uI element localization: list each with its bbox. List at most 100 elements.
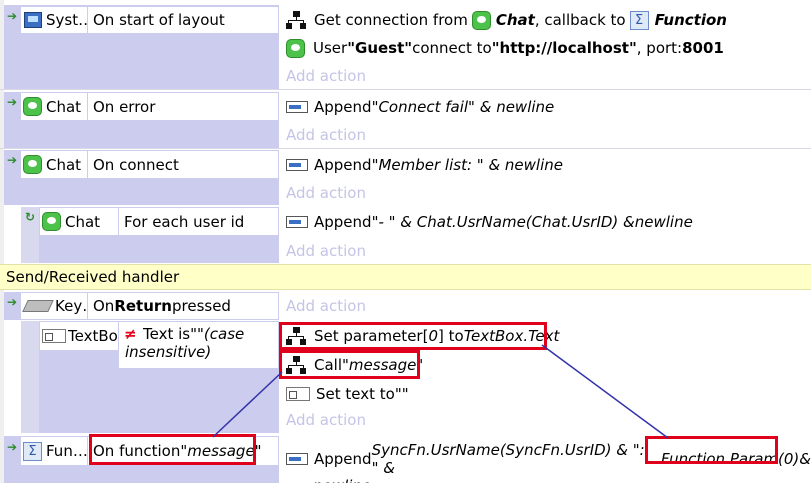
event-7-arrow-icon: ➔ [7, 440, 18, 454]
action-param-url: "http://localhost" [491, 39, 637, 57]
action-text: Append [314, 155, 372, 174]
event-5-object-name: Key… [55, 297, 87, 315]
event-1-action-2[interactable]: User "Guest" connect to "http://localhos… [280, 35, 811, 61]
highlight-set-parameter [279, 322, 547, 350]
action-object-name: Chat [495, 11, 535, 29]
action-param: "" [394, 384, 409, 403]
action-object-name: Function [654, 11, 727, 29]
row-separator [0, 89, 811, 90]
sub-event-indent [21, 321, 39, 433]
event-6-object-name: TextBox [68, 327, 118, 345]
action-param: "Connect fail" & newline [371, 97, 555, 116]
chat-icon [23, 97, 42, 116]
event-7-object-name: Fun… [46, 442, 87, 460]
condition-text: On [93, 297, 115, 315]
action-text: , callback to [534, 11, 626, 29]
text-object-icon [286, 215, 308, 228]
sub-event-indent [21, 207, 39, 263]
function-icon: Σ [23, 441, 42, 461]
action-param: TextBox.Text [463, 326, 560, 345]
condition-key: Return [114, 297, 172, 315]
action-text: User [313, 39, 348, 57]
action-param: "Member list: " & newline [371, 155, 563, 174]
event-1-add-action[interactable]: Add action [286, 67, 366, 85]
event-4-object-cell[interactable]: Chat [40, 208, 118, 235]
event-4-add-action[interactable]: Add action [286, 242, 366, 260]
action-text: Set parameter[ [314, 326, 429, 345]
chat-icon [23, 155, 42, 174]
condition-text: On function [93, 442, 181, 460]
event-5-object-cell[interactable]: Key… [21, 293, 87, 319]
action-param-port: 8001 [682, 39, 724, 57]
not-equal-icon: ≠ [124, 325, 137, 343]
action-param: newline [313, 477, 371, 483]
event-1-object-name: Syst… [46, 11, 87, 29]
event-2-condition-text: On error [93, 97, 156, 116]
action-param: "message" [342, 355, 424, 374]
connector-param-to-usage [541, 344, 669, 439]
event-1-object-cell[interactable]: Syst… [21, 7, 87, 33]
action-text: ] to [438, 326, 464, 345]
event-2-action-1[interactable]: Append "Connect fail" & newline [280, 93, 811, 120]
event-1-action-1[interactable]: Get connection from Chat , callback to Σ… [280, 7, 811, 33]
event-7-action-1[interactable]: Append SyncFn.UsrName(SyncFn.UsrID) & ":… [280, 437, 811, 483]
group-title: Send/Received handler [6, 268, 180, 286]
chat-icon [286, 38, 305, 58]
event-7-condition[interactable]: On function "message" [88, 437, 278, 465]
action-text: connect to [412, 39, 492, 57]
event-2-arrow-icon: ➔ [7, 95, 18, 109]
chat-icon [471, 10, 491, 30]
event-2-object-cell[interactable]: Chat [21, 93, 87, 120]
function-icon: Σ [629, 10, 649, 30]
event-6-action-3[interactable]: Set text to "" [280, 380, 811, 407]
action-text: Append [314, 450, 372, 468]
event-6-action-2[interactable]: Call "message" [280, 351, 811, 378]
action-text: Call [314, 355, 343, 374]
function-call-icon [286, 355, 306, 375]
event-4-condition[interactable]: For each user id [119, 208, 278, 235]
textbox-icon [42, 329, 66, 343]
system-icon [24, 12, 42, 28]
event-3-object-cell[interactable]: Chat [21, 151, 87, 178]
event-5-condition[interactable]: On Return pressed [88, 293, 278, 319]
condition-flag: insensitive) [125, 343, 212, 361]
event-4-condition-text: For each user id [124, 212, 245, 231]
function-call-icon [286, 326, 306, 346]
highlight-call-message [279, 350, 420, 379]
loop-arrow-icon: ↻ [25, 210, 36, 224]
action-text: Set text to [316, 384, 395, 403]
condition-text: pressed [171, 297, 231, 315]
network-icon [286, 10, 306, 30]
event-1-arrow-icon: ➔ [7, 9, 18, 23]
event-3-add-action[interactable]: Add action [286, 184, 366, 202]
event-sheet-gutter [0, 0, 4, 483]
connector-call-to-function [212, 371, 283, 438]
highlight-function-param [645, 436, 778, 464]
event-7-object-cell[interactable]: Σ Fun… [21, 437, 87, 465]
condition-flag: (case [203, 325, 245, 343]
action-text: Get connection from [314, 11, 468, 29]
event-5-add-action[interactable]: Add action [286, 297, 366, 315]
text-object-icon [286, 158, 308, 171]
event-6-condition[interactable]: ≠ Text is "" (case insensitive) [119, 322, 278, 368]
event-3-condition[interactable]: On connect [88, 151, 278, 178]
event-1-condition[interactable]: On start of layout [88, 7, 278, 33]
condition-param: "message" [180, 442, 262, 460]
condition-text: Text is [143, 325, 191, 343]
event-4-action-1[interactable]: Append "- " & Chat.UsrName(Chat.UsrID) &… [280, 208, 811, 235]
event-3-action-1[interactable]: Append "Member list: " & newline [280, 151, 811, 178]
event-5-arrow-icon: ➔ [7, 295, 18, 309]
event-1-condition-text: On start of layout [93, 11, 225, 29]
chat-icon [42, 212, 61, 231]
textbox-icon [286, 386, 310, 401]
event-3-condition-text: On connect [93, 155, 179, 174]
event-6-object-cell[interactable]: TextBox [40, 322, 118, 350]
action-text: , port: [636, 39, 683, 57]
group-header[interactable]: Send/Received handler [0, 264, 811, 290]
event-2-add-action[interactable]: Add action [286, 126, 366, 144]
event-6-add-action[interactable]: Add action [286, 411, 366, 429]
text-object-icon [286, 453, 308, 465]
event-2-condition[interactable]: On error [88, 93, 278, 120]
highlight-on-function [89, 434, 256, 465]
